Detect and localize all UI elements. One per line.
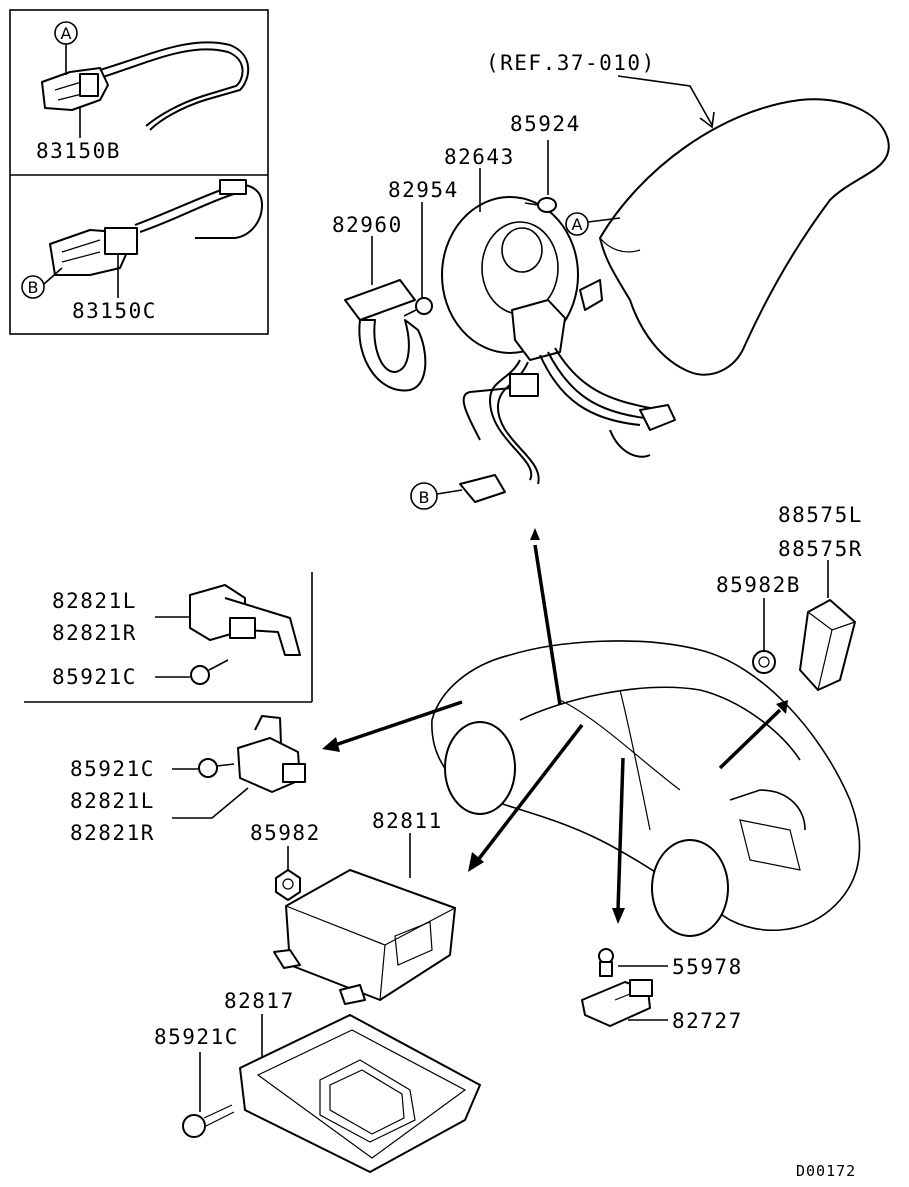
part-label-83150b[interactable]: 83150B [36,139,121,163]
marker-b-label: B [28,278,39,297]
nut-85982b [752,650,776,674]
part-label-82727[interactable]: 82727 [672,1009,743,1033]
marker-a-label: A [572,215,583,234]
marker-a-top: A [54,21,78,75]
sensor-88575 [799,599,856,691]
bolt-85921c-bot [182,1104,235,1138]
part-label-82954[interactable]: 82954 [388,178,459,202]
part-label-82821l-top[interactable]: 82821L [52,589,137,613]
marker-a-label: A [61,24,72,43]
part-label-82643[interactable]: 82643 [444,145,515,169]
arrows [322,528,788,924]
harness-83150c-drawing [49,179,264,276]
reference-label[interactable]: (REF.37-010) [486,51,656,75]
sensor-82727 [581,979,653,1027]
vehicle-outline [431,640,861,937]
bracket-82960 [344,279,427,392]
screw-85924 [524,197,557,213]
srs-ecu-82811 [273,869,456,1005]
part-label-85921c-mid[interactable]: 85921C [70,757,155,781]
part-label-82821l-mid[interactable]: 82821L [70,789,155,813]
part-label-85921c-top[interactable]: 85921C [52,665,137,689]
part-label-85921c-bot[interactable]: 85921C [154,1025,239,1049]
part-label-85924[interactable]: 85924 [510,112,581,136]
bolt-85921c-top [190,659,229,685]
part-label-82960[interactable]: 82960 [332,213,403,237]
part-label-85982[interactable]: 85982 [250,821,321,845]
nut-82954 [403,297,433,317]
harness-83150b-drawing [41,41,250,131]
side-sensor-mid [237,715,306,793]
part-label-55978[interactable]: 55978 [672,955,743,979]
part-label-82811[interactable]: 82811 [372,809,443,833]
side-sensor-top [189,584,301,656]
clock-spring-drawing [441,196,676,503]
marker-b-top: B [21,267,63,299]
part-label-82821r-mid[interactable]: 82821R [70,821,155,845]
part-label-83150c[interactable]: 83150C [72,299,157,323]
nut-85982 [275,869,301,901]
marker-b-bottom: B [410,482,463,510]
part-label-82821r-top[interactable]: 82821R [52,621,137,645]
part-label-88575r[interactable]: 88575R [778,537,863,561]
diagram-code: D00172 [796,1162,856,1180]
part-label-85982b[interactable]: 85982B [716,573,801,597]
part-label-82817[interactable]: 82817 [224,989,295,1013]
bracket-82817 [239,1014,481,1173]
bolt-55978 [598,948,614,977]
marker-b-label: B [419,488,430,507]
inset-panel [9,9,269,335]
part-label-88575l[interactable]: 88575L [778,503,863,527]
bolt-85921c-mid [198,758,235,778]
marker-a-right: A [565,212,621,236]
